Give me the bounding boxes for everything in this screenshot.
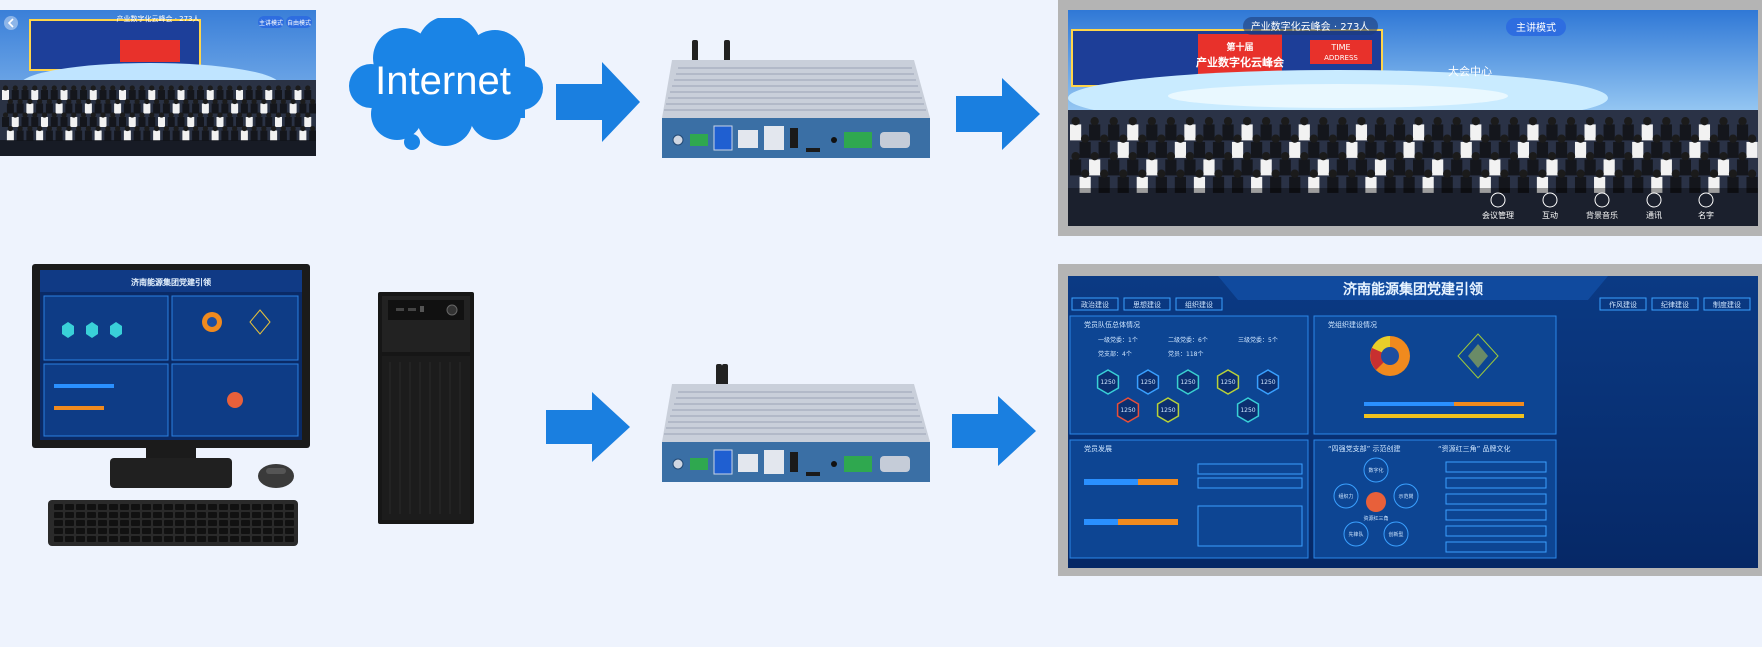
hex-value: 1250 <box>1100 379 1115 386</box>
hex-badge <box>1216 369 1240 395</box>
arrow-right-1 <box>556 62 640 142</box>
arrow-right-icon <box>546 392 630 462</box>
stage-sign: 产业数字化云峰会 <box>1196 55 1285 69</box>
hex-value: 1250 <box>1140 379 1155 386</box>
dashboard-title: 济南能源集团党建引领 <box>1343 281 1483 298</box>
circle-label-2: 组织力 <box>1338 493 1353 500</box>
mode-button-large[interactable]: 主讲模式 <box>1516 21 1556 34</box>
arrow-right-2 <box>956 78 1040 150</box>
hex-value: 1250 <box>1220 379 1235 386</box>
tab-left-2[interactable]: 思想建设 <box>1133 300 1161 309</box>
back-icon[interactable] <box>4 16 18 30</box>
tab-right-3[interactable]: 制度建设 <box>1713 300 1741 309</box>
viewer-count-small: 产业数字化云峰会 · 273人 <box>116 14 199 23</box>
center-badge: 资源红三角 <box>1363 515 1388 522</box>
stat-2: 二级党委：6个 <box>1168 336 1208 344</box>
monitor-icon: 济南能源集团党建引领 <box>32 264 310 546</box>
tab-right-1[interactable]: 作风建设 <box>1609 300 1637 309</box>
hex-badge <box>1096 369 1120 395</box>
panel-1-title: 党员队伍总体情况 <box>1084 320 1140 329</box>
stat-5: 党员：118个 <box>1168 350 1203 358</box>
tab-left-1[interactable]: 政治建设 <box>1081 300 1109 309</box>
tabs-right: 作风建设 纪律建设 制度建设 <box>1599 297 1751 311</box>
address-label: ADDRESS <box>1324 54 1358 62</box>
mini-pc-bottom <box>658 360 934 488</box>
toolbar-label-4: 通讯 <box>1646 210 1662 220</box>
stat-3: 三级党委：5个 <box>1238 336 1278 344</box>
hex-value: 1250 <box>1240 407 1255 414</box>
circle-label-1: 数字化 <box>1368 467 1383 474</box>
arrow-right-3 <box>546 392 630 462</box>
stat-1: 一级党委：1个 <box>1098 336 1138 344</box>
pc-tower <box>376 292 480 526</box>
toolbar-icon-1[interactable] <box>1490 192 1506 208</box>
hex-value: 1250 <box>1120 407 1135 414</box>
circle-label-3: 示范岗 <box>1398 493 1413 500</box>
arrow-right-icon <box>556 62 640 142</box>
center-badge-icon <box>1366 492 1386 512</box>
desktop-workstation: 济南能源集团党建引领 <box>30 264 310 548</box>
mini-pc-top <box>658 36 934 164</box>
toolbar-icon-4[interactable] <box>1646 192 1662 208</box>
conference-display-svg: 第十届 产业数字化云峰会 TIME ADDRESS 大会中心 产业数字化云峰会 … <box>1068 10 1758 226</box>
circle-label-5: 创新型 <box>1388 531 1403 538</box>
hex-badge <box>1156 397 1180 423</box>
conference-display: 第十届 产业数字化云峰会 TIME ADDRESS 大会中心 产业数字化云峰会 … <box>1058 0 1762 236</box>
pc-tower-icon <box>378 292 474 524</box>
tab-right-2[interactable]: 纪律建设 <box>1661 300 1689 309</box>
viewer-count-large: 产业数字化云峰会 · 273人 <box>1251 20 1370 33</box>
panel-3-title: 党员发展 <box>1084 444 1112 453</box>
toolbar-label-1: 会议管理 <box>1482 210 1514 220</box>
hex-badge <box>1116 397 1140 423</box>
panel-member-development <box>1069 439 1309 559</box>
internet-cloud: Internet <box>345 16 545 150</box>
mini-pc-icon <box>662 40 930 158</box>
arrow-right-icon <box>952 396 1036 466</box>
time-label: TIME <box>1330 43 1350 52</box>
tab-left-3[interactable]: 组织建设 <box>1185 300 1213 309</box>
toolbar-label-3: 背景音乐 <box>1586 210 1618 220</box>
panel-4-title: “四强党支部” 示范创建 <box>1328 444 1400 453</box>
toolbar-icon-2[interactable] <box>1542 192 1558 208</box>
mode-button-small-2[interactable]: 自由模式 <box>287 19 311 27</box>
mode-button-small-1[interactable]: 主讲模式 <box>259 19 283 27</box>
stat-4: 党支部：4个 <box>1098 350 1132 358</box>
stage-caption: 大会中心 <box>1448 64 1492 78</box>
toolbar-icon-5[interactable] <box>1698 192 1714 208</box>
toolbar-label-2: 互动 <box>1542 210 1558 220</box>
hex-badge <box>1136 369 1160 395</box>
hex-value: 1250 <box>1260 379 1275 386</box>
monitor-dashboard-title: 济南能源集团党建引领 <box>131 277 211 287</box>
circle-label-4: 先锋队 <box>1348 531 1363 538</box>
conference-thumbnail: 产业数字化云峰会 · 273人 主讲模式 自由模式 <box>0 10 317 156</box>
hex-badge <box>1236 397 1260 423</box>
hex-value: 1250 <box>1160 407 1175 414</box>
stage-sign-prefix: 第十届 <box>1226 41 1253 53</box>
dashboard-display-svg: 济南能源集团党建引领 政治建设 思想建设 组织建设 作风建设 纪律建设 制度建设… <box>1068 276 1758 568</box>
conference-thumbnail-svg: 产业数字化云峰会 · 273人 主讲模式 自由模式 <box>0 10 317 156</box>
panel-4-title-b: “资源红三角” 品牌文化 <box>1438 444 1510 453</box>
tabs-left: 政治建设 思想建设 组织建设 <box>1071 297 1223 311</box>
hex-badge <box>1256 369 1280 395</box>
internet-label: Internet <box>375 59 511 103</box>
dashboard-display: 济南能源集团党建引领 政治建设 思想建设 组织建设 作风建设 纪律建设 制度建设… <box>1058 264 1762 576</box>
arrow-right-4 <box>952 396 1036 466</box>
toolbar-icon-3[interactable] <box>1594 192 1610 208</box>
hex-badge <box>1176 369 1200 395</box>
cloud-icon: Internet <box>349 16 543 150</box>
mini-pc-icon <box>662 364 930 482</box>
arrow-right-icon <box>956 78 1040 150</box>
toolbar-label-5: 名字 <box>1698 210 1714 220</box>
panel-branch-demo <box>1313 439 1557 559</box>
hex-value: 1250 <box>1180 379 1195 386</box>
panel-2-title: 党组织建设情况 <box>1328 320 1377 329</box>
